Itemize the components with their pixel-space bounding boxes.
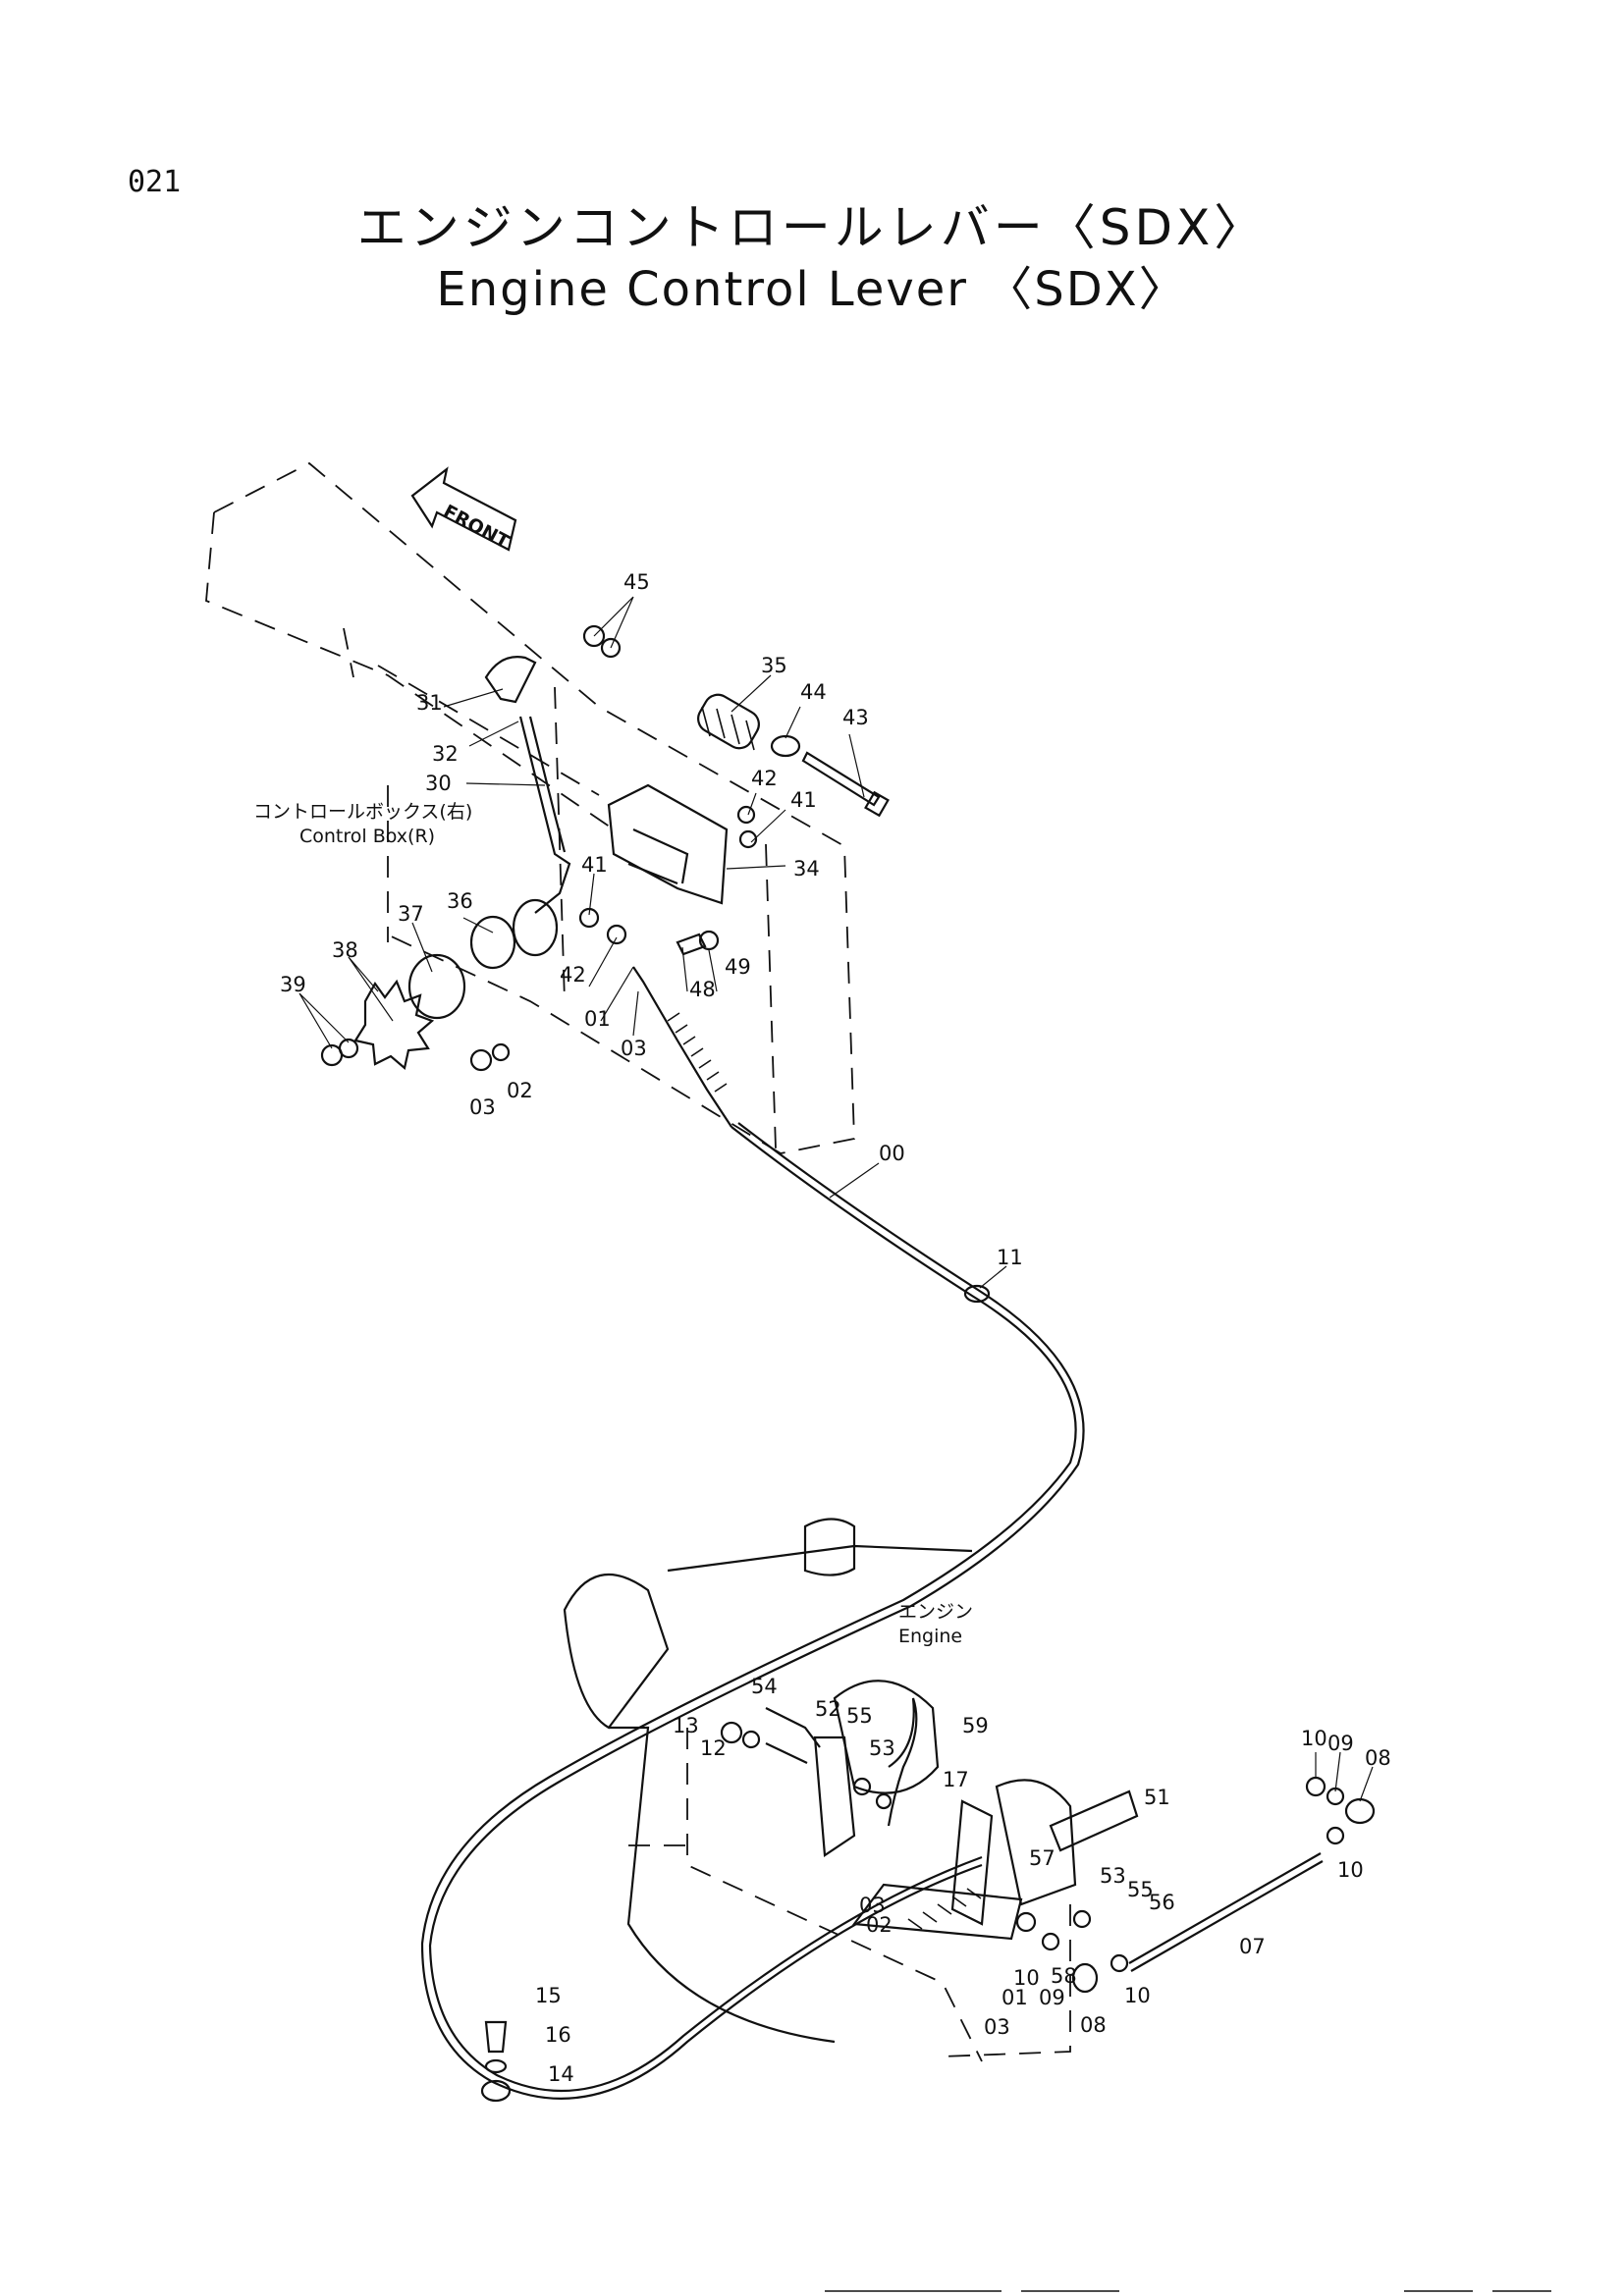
spring (697, 693, 760, 750)
callout-55-upper: 55 (846, 1704, 873, 1728)
callout-14: 14 (548, 2062, 574, 2086)
control-lever-assembly (320, 656, 571, 1072)
callout-01-engine: 01 (1001, 1986, 1028, 2009)
part-callouts: 45 35 44 43 31 32 30 42 41 34 41 36 37 3… (280, 570, 1391, 2086)
callout-39: 39 (280, 973, 306, 996)
callout-10-lower: 10 (1124, 1984, 1151, 2007)
callout-35: 35 (761, 654, 787, 677)
diagram-title-english: Engine Control Lever 〈SDX〉 (436, 262, 1188, 317)
callout-36: 36 (447, 889, 473, 913)
engine-side-hardware (480, 1697, 918, 2103)
return-spring (887, 1697, 918, 1827)
diagram-notes: コントロールボックス(右) Control Box(R) エンジン Engine (253, 801, 973, 1647)
lever-plate (512, 898, 559, 957)
governor-lever (1049, 1789, 1139, 1852)
callout-30: 30 (425, 772, 452, 795)
callout-57: 57 (1029, 1846, 1056, 1870)
callout-10-center: 10 (1013, 1966, 1040, 1990)
callout-59: 59 (962, 1714, 989, 1737)
callout-58: 58 (1051, 1964, 1077, 1988)
engine-outline (563, 1518, 1139, 2062)
callout-00: 00 (879, 1142, 905, 1165)
plate (407, 953, 466, 1020)
callout-34: 34 (793, 857, 820, 881)
callout-01-upper: 01 (584, 1007, 611, 1031)
linkage-rod-assembly (1015, 1776, 1376, 1994)
cable-bracket (851, 1883, 1023, 1941)
callout-13: 13 (673, 1714, 699, 1737)
callout-32: 32 (432, 742, 459, 766)
callout-02-upper: 02 (507, 1079, 533, 1102)
cable-clamp (963, 1284, 991, 1304)
bolt (801, 751, 881, 807)
callout-12: 12 (700, 1736, 727, 1760)
diagram-title-japanese: エンジンコントロールレバー〈SDX〉 (356, 199, 1268, 256)
callout-03-upper: 03 (621, 1037, 647, 1060)
callout-31: 31 (416, 691, 443, 715)
callout-08-bottom: 08 (1080, 2013, 1107, 2037)
callout-48: 48 (689, 978, 716, 1001)
front-label: FRONT (440, 501, 513, 554)
callout-07: 07 (1239, 1935, 1266, 1958)
callout-42-lower: 42 (560, 963, 586, 987)
callout-38: 38 (332, 938, 358, 962)
control-box-note-english: Control Box(R) (299, 826, 435, 847)
callout-45: 45 (623, 570, 650, 594)
friction-disc (469, 915, 516, 970)
callout-54: 54 (751, 1675, 778, 1698)
callout-08-top: 08 (1365, 1746, 1391, 1770)
lever-knob (484, 656, 537, 704)
bracket (607, 783, 729, 905)
callout-44: 44 (800, 680, 827, 704)
front-arrow-icon: FRONT (410, 466, 517, 554)
engine-note-japanese: エンジン (898, 1601, 973, 1623)
callout-09-top: 09 (1327, 1732, 1354, 1755)
callout-52: 52 (815, 1697, 841, 1721)
callout-53-lower: 53 (1100, 1864, 1126, 1888)
control-box-note-japanese: コントロールボックス(右) (253, 801, 472, 823)
callout-10-right: 10 (1337, 1858, 1364, 1882)
callout-17: 17 (943, 1768, 969, 1791)
callout-09-lower: 09 (1039, 1986, 1065, 2009)
cable-clip (480, 2079, 512, 2103)
callout-51: 51 (1144, 1786, 1170, 1809)
callout-02-engine: 02 (866, 1913, 893, 1937)
callout-41-lower: 41 (581, 853, 608, 877)
engine-note-english: Engine (898, 1626, 962, 1647)
engine-turbo (563, 1574, 670, 1730)
callout-03-engine: 03 (859, 1894, 886, 1917)
callout-43: 43 (842, 706, 869, 729)
callout-37: 37 (398, 902, 424, 926)
callout-10-top: 10 (1301, 1727, 1327, 1750)
callout-03-bottom: 03 (984, 2015, 1010, 2039)
linkage-rod (1128, 1852, 1322, 1964)
lever-rod (518, 716, 571, 914)
callout-03-lower: 03 (469, 1095, 496, 1119)
callout-56: 56 (1149, 1891, 1175, 1914)
washer (770, 734, 801, 758)
callout-15: 15 (535, 1984, 562, 2007)
ball-joint (1071, 1962, 1099, 1994)
callout-leader-lines (298, 596, 1374, 1802)
bracket-assembly (578, 624, 890, 956)
star-washer (353, 979, 435, 1071)
callout-41-upper: 41 (790, 788, 817, 812)
control-cable (420, 966, 1085, 2100)
page-number: 021 (128, 165, 182, 199)
callout-11: 11 (997, 1246, 1023, 1269)
callout-49: 49 (725, 955, 751, 979)
callout-42-upper: 42 (751, 767, 778, 790)
callout-53-upper: 53 (869, 1736, 895, 1760)
callout-16: 16 (545, 2023, 571, 2047)
callout-55-lower: 55 (1127, 1878, 1154, 1901)
